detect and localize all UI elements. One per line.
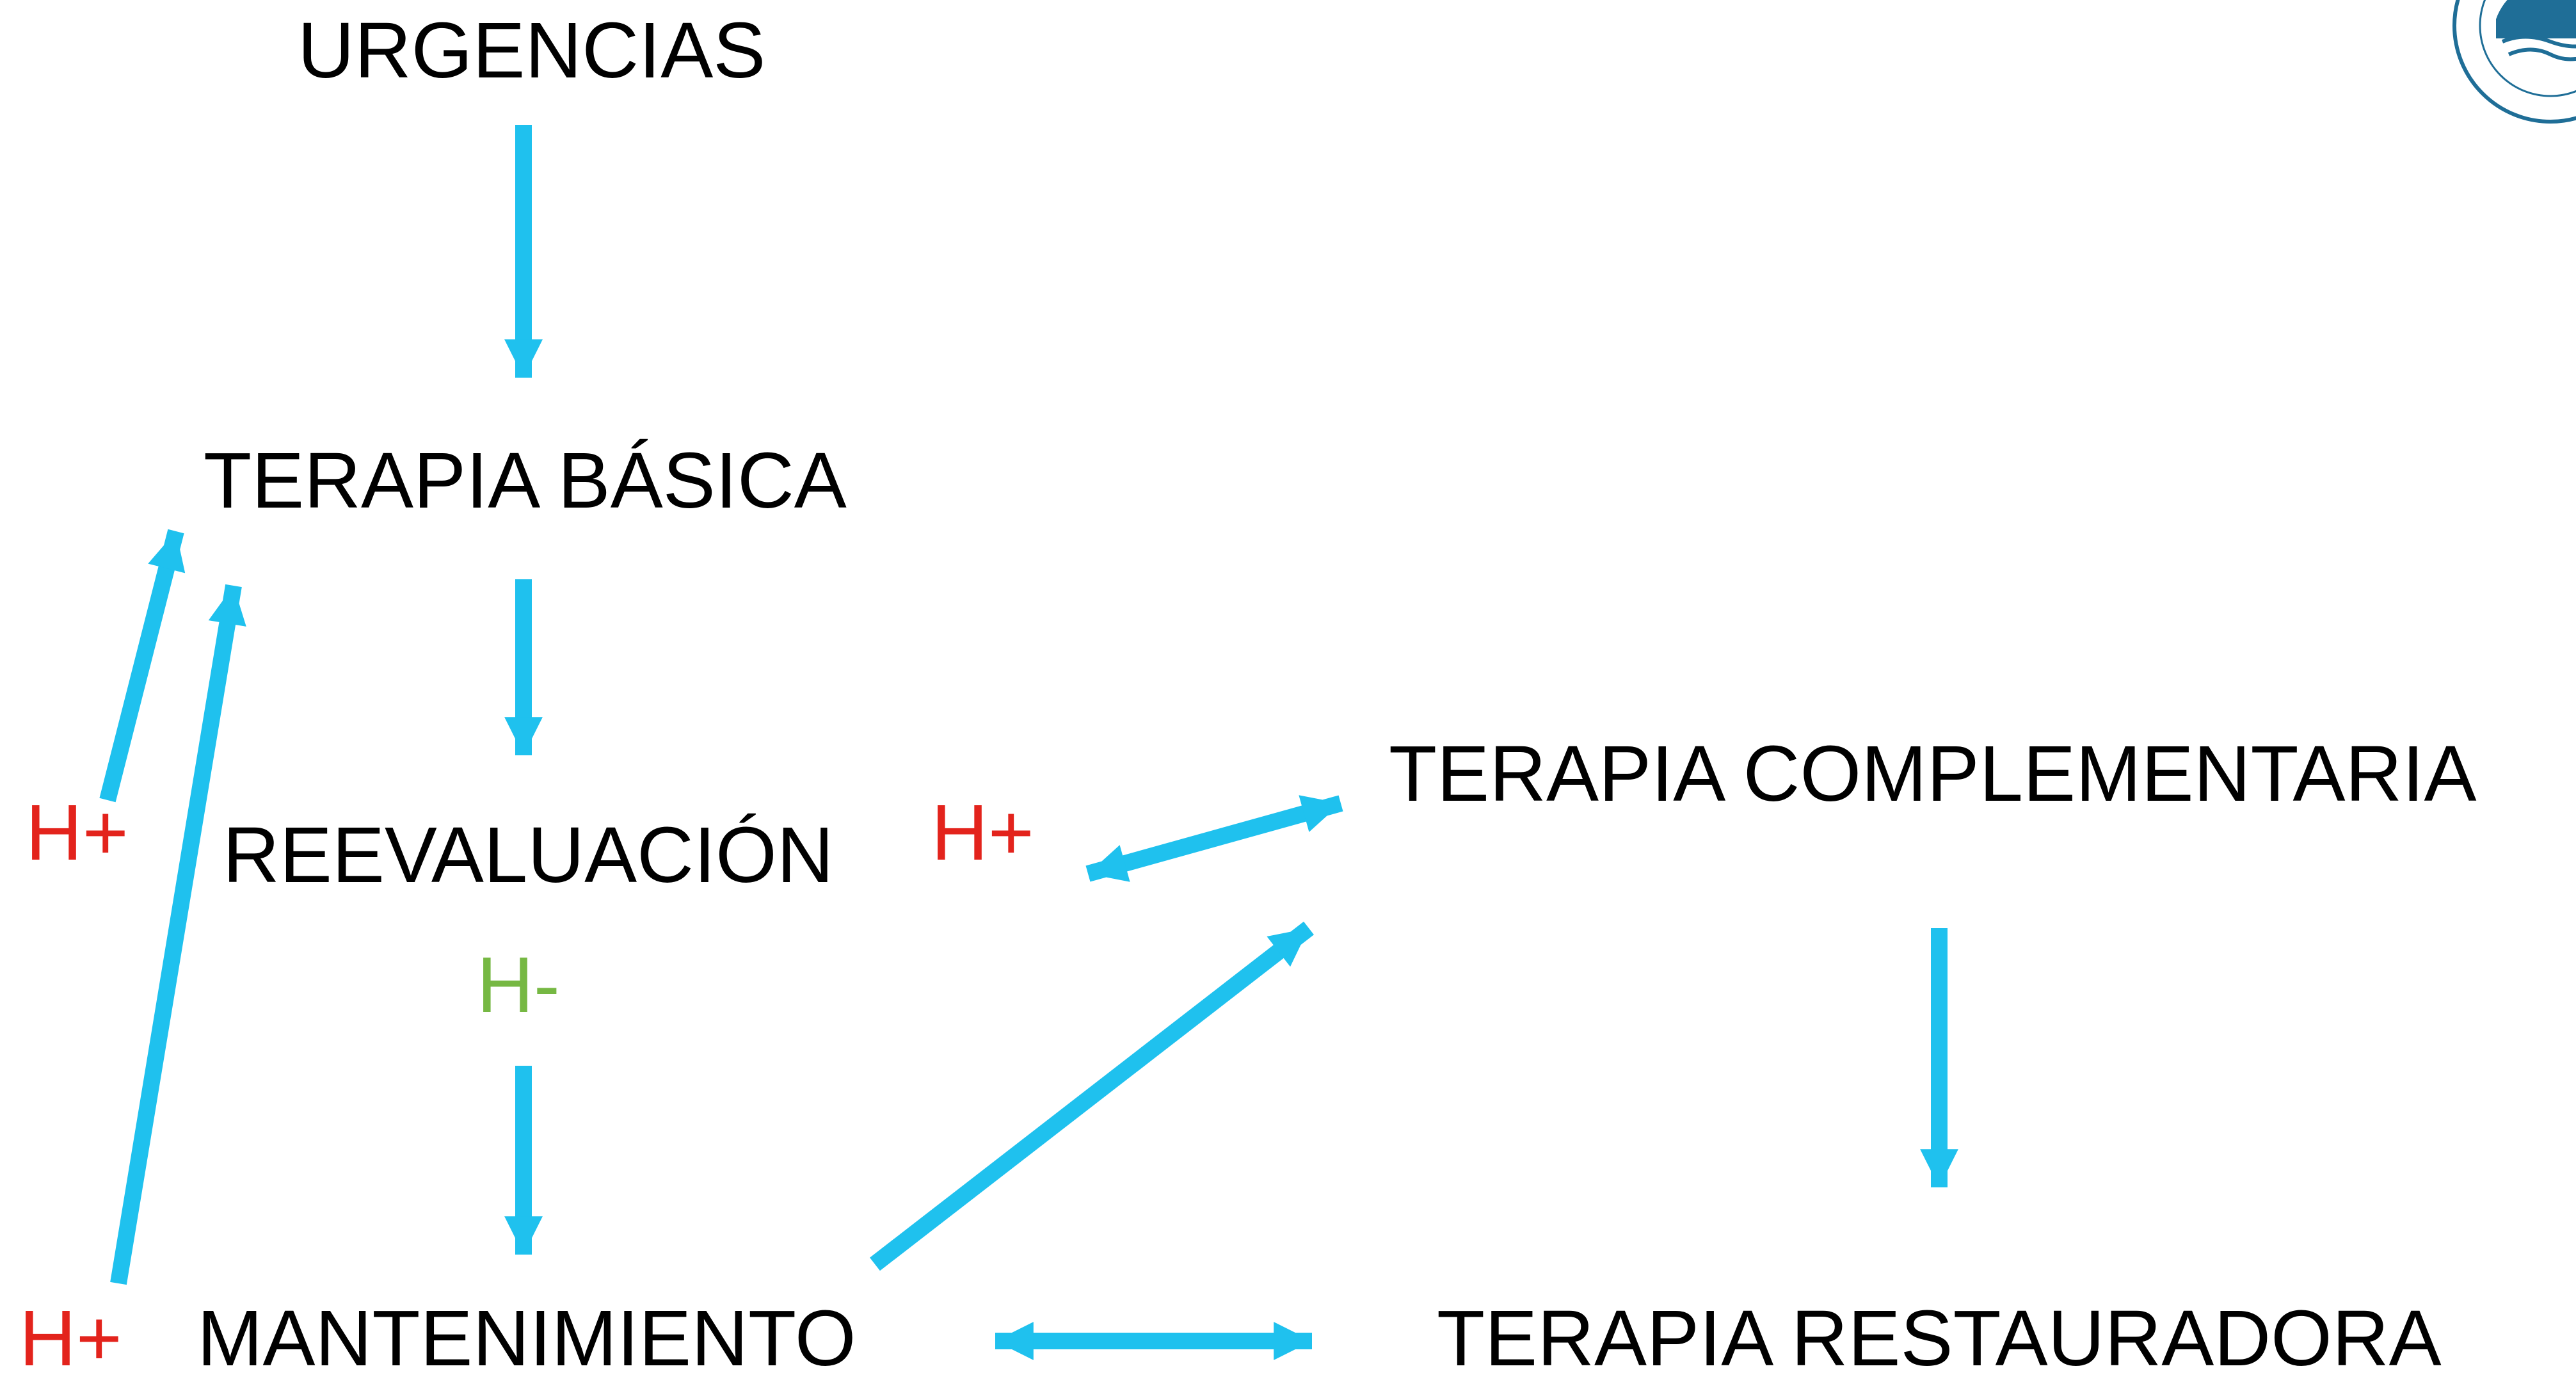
node-terapia-basica: TERAPIA BÁSICA [204,437,847,525]
h-minus-marker: H- [477,942,560,1029]
node-urgencias: URGENCIAS [298,7,766,95]
h-plus-marker-center: H+ [931,789,1034,877]
arrow-mantenimiento-to-terapia-basica-long [110,584,246,1285]
arrow-h-plus-to-terapia-basica-short [99,529,186,803]
h-plus-marker-left-upper: H+ [26,789,129,877]
h-plus-marker-left-lower: H+ [19,1295,122,1373]
arrow-mantenimiento-to-terapia-complementaria [870,921,1314,1271]
node-terapia-restauradora: TERAPIA RESTAURADORA [1437,1295,2442,1373]
university-seal-icon [2452,0,2576,124]
node-terapia-complementaria: TERAPIA COMPLEMENTARIA [1389,730,2477,818]
node-mantenimiento: MANTENIMIENTO [197,1295,856,1373]
arrow-reevaluacion-terapia-complementaria-bidirectional [1085,795,1343,882]
node-reevaluacion: REEVALUACIÓN [223,812,834,899]
